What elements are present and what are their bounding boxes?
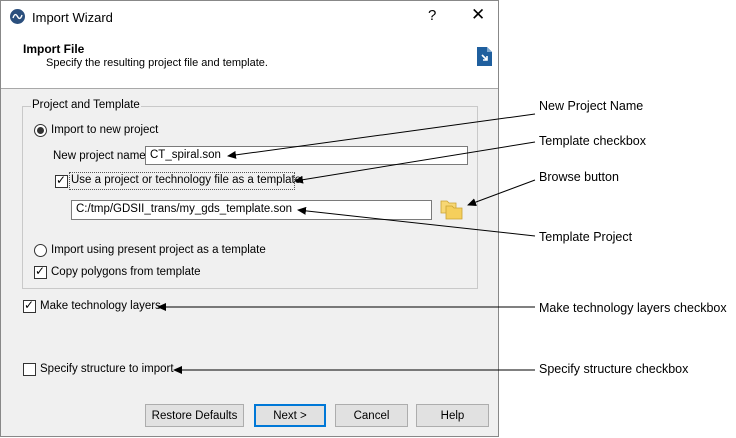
annotation-browse-button: Browse button — [539, 170, 619, 184]
new-project-label: New project name — [53, 150, 146, 162]
import-present-radio[interactable] — [34, 244, 47, 257]
annotation-new-project-name: New Project Name — [539, 99, 644, 113]
import-file-icon — [476, 46, 493, 70]
copy-polygons-label[interactable]: Copy polygons from template — [51, 266, 201, 278]
use-template-label[interactable]: Use a project or technology file as a te… — [71, 174, 302, 186]
project-template-group — [22, 106, 478, 289]
group-legend: Project and Template — [31, 99, 141, 111]
wizard-header: Import File Specify the resulting projec… — [1, 32, 498, 89]
arrow-to-browse-button — [467, 179, 536, 206]
window-title: Import Wizard — [32, 10, 113, 25]
help-button[interactable]: Help — [416, 404, 489, 427]
use-template-checkbox[interactable]: ✓ — [55, 173, 68, 188]
import-present-label[interactable]: Import using present project as a templa… — [51, 244, 266, 256]
page-subtitle: Specify the resulting project file and t… — [46, 57, 268, 69]
close-icon[interactable]: ✕ — [471, 5, 486, 24]
new-project-name-input[interactable]: CT_spiral.son — [145, 146, 468, 165]
arrow-to-template-checkbox — [294, 141, 536, 184]
title-bar: Import Wizard ? ✕ — [1, 1, 498, 32]
checkmark-icon: ✓ — [56, 173, 67, 187]
cancel-button[interactable]: Cancel — [335, 404, 408, 427]
specify-structure-checkbox[interactable] — [23, 363, 36, 376]
folder-browse-icon[interactable] — [440, 198, 464, 224]
help-question-icon[interactable]: ? — [428, 7, 437, 24]
app-logo-icon — [10, 9, 25, 24]
import-new-label[interactable]: Import to new project — [51, 124, 159, 136]
specify-structure-label[interactable]: Specify structure to import — [40, 363, 174, 375]
annotation-make-tech-checkbox: Make technology layers checkbox — [539, 301, 727, 315]
annotation-template-project: Template Project — [539, 230, 633, 244]
page-title: Import File — [23, 42, 85, 56]
copy-polygons-checkbox[interactable]: ✓ — [34, 264, 47, 279]
make-tech-layers-checkbox[interactable]: ✓ — [23, 298, 36, 313]
checkmark-icon: ✓ — [24, 298, 35, 312]
arrow-to-template-project — [297, 206, 536, 237]
arrow-to-project-name — [227, 113, 536, 159]
annotation-template-checkbox: Template checkbox — [539, 134, 647, 148]
restore-defaults-button[interactable]: Restore Defaults — [145, 404, 244, 427]
annotation-specify-structure-checkbox: Specify structure checkbox — [539, 362, 689, 376]
import-new-radio[interactable] — [34, 124, 47, 137]
make-tech-layers-label[interactable]: Make technology layers — [40, 300, 161, 312]
checkmark-icon: ✓ — [35, 264, 46, 278]
next-button[interactable]: Next > — [254, 404, 326, 427]
radio-selected-dot — [37, 127, 44, 134]
